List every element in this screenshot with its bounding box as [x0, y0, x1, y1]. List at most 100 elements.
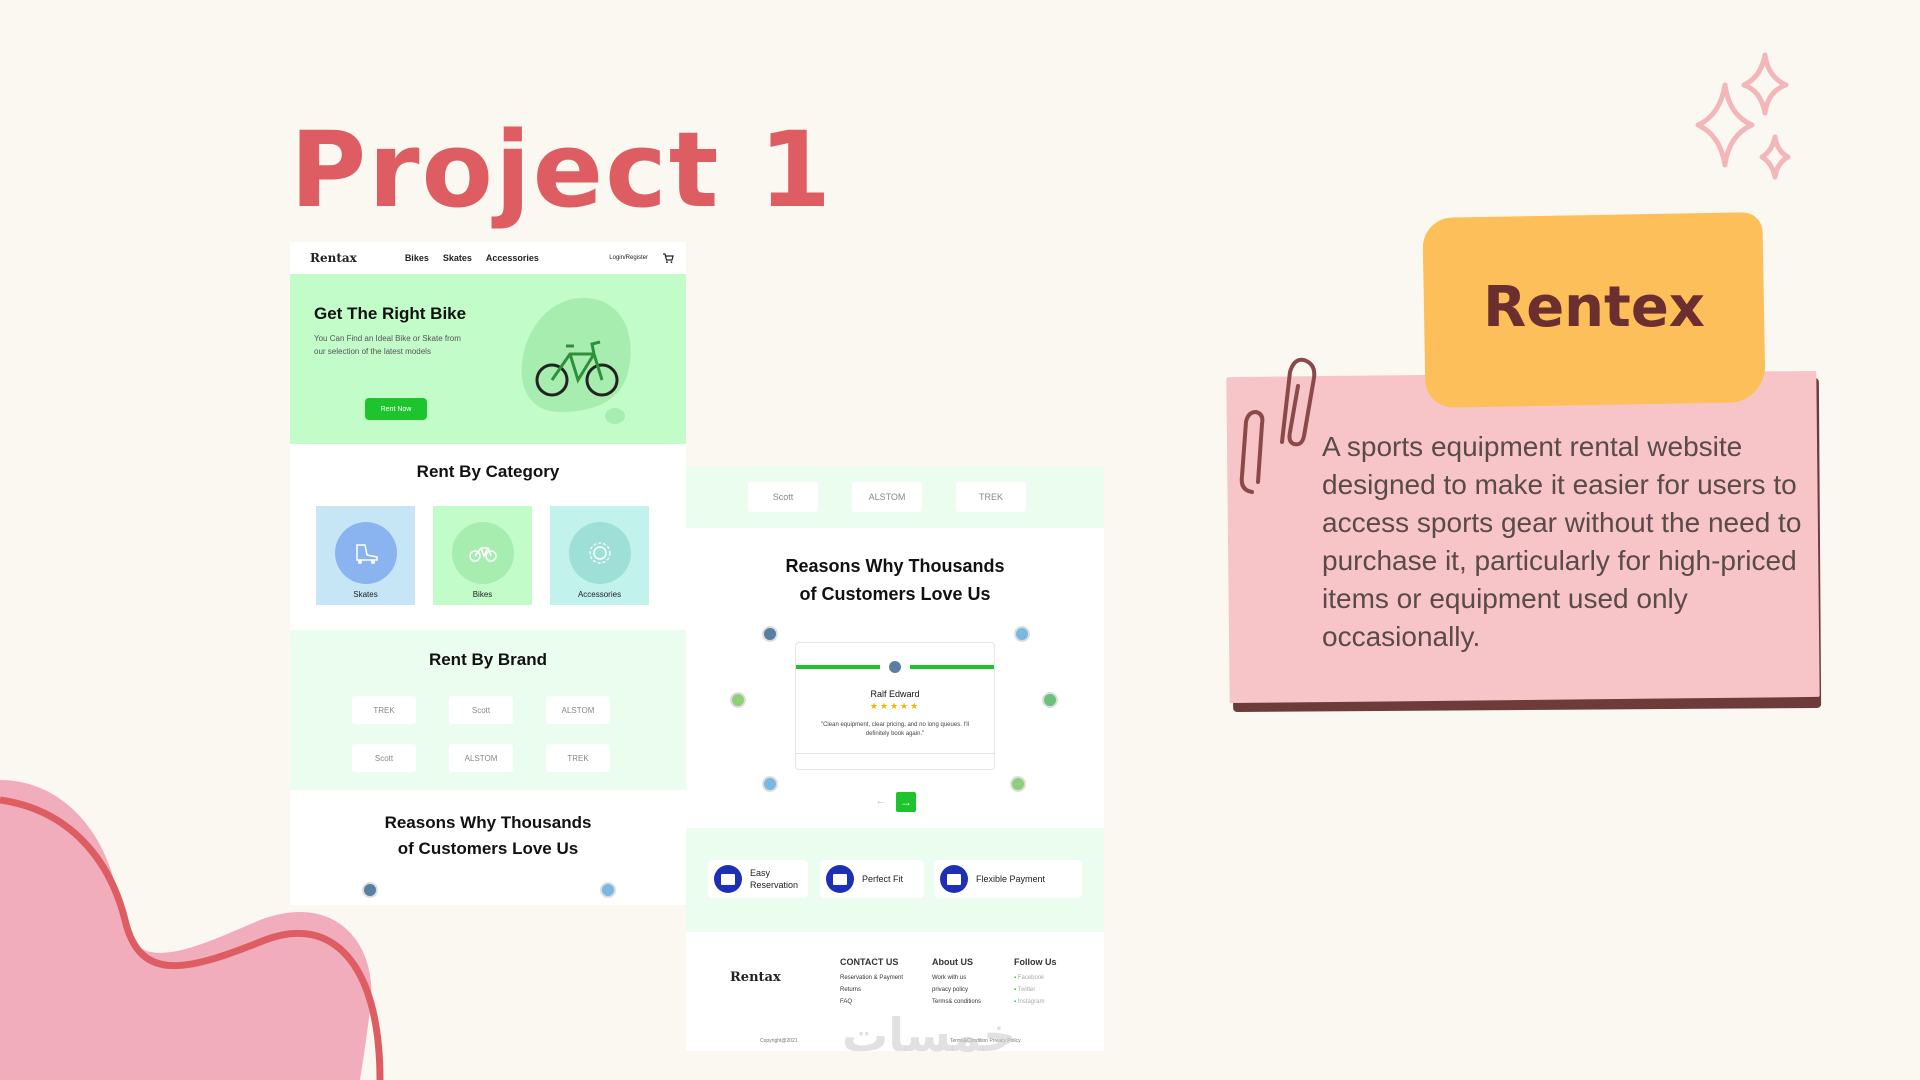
footer-link: Twitter: [1017, 987, 1036, 993]
paperclip-icon: [1239, 357, 1317, 494]
nav-link-bikes[interactable]: Bikes: [404, 253, 429, 263]
avatar[interactable]: [762, 626, 778, 642]
review-bar: [796, 665, 880, 669]
brand-chip[interactable]: TREK: [546, 744, 610, 772]
site-logo[interactable]: Rentax: [310, 251, 357, 265]
website-mockup-home: Rentax Bikes Skates Accessories Login/Re…: [290, 242, 686, 905]
review-card: Ralf Edward ★★★★★ "Clean equipment, clea…: [795, 642, 995, 770]
feature-flexible-payment: Flexible Payment: [934, 860, 1082, 898]
category-card-bikes[interactable]: Bikes: [433, 506, 532, 605]
features-section: Easy Reservation Perfect Fit Flexible Pa…: [686, 828, 1104, 932]
nav-link-accessories[interactable]: Accessories: [485, 253, 539, 263]
reasons-title: Reasons Why Thousands of Customers Love …: [290, 810, 686, 862]
bike-icon: [521, 297, 631, 424]
footer-link[interactable]: Reservation & Payment: [840, 975, 904, 981]
footer-link[interactable]: Work with us: [932, 975, 967, 981]
category-label: Bikes: [472, 590, 493, 599]
rent-now-button[interactable]: Rent Now: [365, 398, 427, 420]
footer-follow-column: Follow Us ▪ Facebook ▪ Twitter ▪ Instagr…: [1014, 956, 1057, 1008]
fit-icon: [826, 865, 854, 893]
brand-chip[interactable]: ALSTOM: [546, 696, 610, 724]
feature-perfect-fit: Perfect Fit: [820, 860, 924, 898]
brand-chip[interactable]: TREK: [352, 696, 416, 724]
hero-subtitle: You Can Find an Ideal Bike or Skate from…: [314, 334, 461, 356]
brand-chip[interactable]: Scott: [449, 696, 513, 724]
feature-label: Perfect Fit: [862, 874, 904, 884]
brand-chip[interactable]: Scott: [352, 744, 416, 772]
category-label: Skates: [353, 590, 378, 599]
avatar[interactable]: [1042, 692, 1058, 708]
footer-contact-column: CONTACT US Reservation & Payment Returns…: [840, 956, 903, 1008]
reviewer-avatar: [887, 659, 903, 675]
skate-icon: [334, 522, 397, 584]
brand-chip[interactable]: Scott: [748, 482, 818, 512]
reviews-title-line2: of Customers Love Us: [799, 584, 991, 604]
category-label: Accessories: [577, 590, 622, 599]
avatar: [600, 882, 616, 898]
footer-about-column: About US Work with us privacy policy Ter…: [932, 956, 981, 1008]
footer-heading: About US: [932, 957, 973, 967]
category-section: Rent By Category Skates Bikes Accessorie…: [290, 444, 686, 630]
footer-logo[interactable]: Rentax: [730, 970, 781, 985]
terms-links[interactable]: Terms&Condition Privacy Policy: [950, 1038, 1021, 1044]
site-footer: Rentax CONTACT US Reservation & Payment …: [686, 932, 1104, 1051]
footer-link-facebook[interactable]: ▪ Facebook: [1014, 975, 1045, 981]
rating-stars-icon: ★★★★★: [869, 701, 921, 711]
avatar: [362, 882, 378, 898]
project-name: Rentex: [1483, 275, 1705, 340]
sparkles-decoration-icon: [1695, 52, 1791, 180]
reviewer-name: Ralf Edward: [870, 689, 920, 699]
hero-title: Get The Right Bike: [314, 304, 467, 323]
next-arrow-icon[interactable]: →: [896, 792, 916, 812]
footer-link[interactable]: Returns: [840, 987, 862, 993]
reviews-title-line1: Reasons Why Thousands: [785, 556, 1005, 576]
reasons-title-line1: Reasons Why Thousands: [384, 813, 592, 832]
prev-arrow-icon[interactable]: ←: [875, 795, 887, 807]
footer-link[interactable]: privacy policy: [932, 987, 969, 993]
footer-link-twitter[interactable]: ▪ Twitter: [1014, 987, 1036, 993]
cart-icon[interactable]: [662, 252, 674, 264]
feature-easy-reservation: Easy Reservation: [708, 860, 808, 898]
footer-link: Instagram: [1017, 999, 1045, 1005]
category-card-accessories[interactable]: Accessories: [550, 506, 649, 605]
site-navbar: Rentax Bikes Skates Accessories Login/Re…: [290, 242, 686, 274]
website-mockup-reviews: Scott ALSTOM TREK Reasons Why Thousands …: [686, 466, 1104, 1051]
reviews-section: Reasons Why Thousands of Customers Love …: [686, 528, 1104, 828]
brand-chip[interactable]: ALSTOM: [852, 482, 922, 512]
footer-heading: Follow Us: [1014, 957, 1057, 967]
review-card-divider: [796, 753, 994, 769]
feature-label: Easy Reservation: [750, 868, 799, 890]
footer-link[interactable]: Terms& conditions: [932, 999, 982, 1005]
footer-link-instagram[interactable]: ▪ Instagram: [1014, 999, 1045, 1005]
avatar[interactable]: [730, 692, 746, 708]
gear-icon: [568, 522, 631, 584]
nav-link-skates[interactable]: Skates: [442, 253, 472, 263]
brand-chip[interactable]: TREK: [956, 482, 1026, 512]
payment-icon: [940, 865, 968, 893]
review-bar: [910, 665, 994, 669]
project-title: Project 1: [290, 109, 834, 231]
avatar[interactable]: [1014, 626, 1030, 642]
login-register-link[interactable]: Login/Register: [609, 255, 648, 261]
avatar[interactable]: [1010, 776, 1026, 792]
footer-link: Facebook: [1017, 975, 1045, 981]
reasons-section: Reasons Why Thousands of Customers Love …: [290, 790, 686, 905]
review-quote: "Clean equipment, clear pricing, and no …: [820, 722, 970, 737]
brand-title: Rent By Brand: [428, 650, 548, 669]
category-title: Rent By Category: [416, 462, 560, 481]
footer-link[interactable]: FAQ: [840, 999, 853, 1005]
calendar-icon: [714, 865, 742, 893]
copyright-text: Copyright@2021: [760, 1038, 798, 1044]
bike-icon: [451, 522, 514, 584]
brand-chip[interactable]: ALSTOM: [449, 744, 513, 772]
feature-label: Flexible Payment: [976, 874, 1046, 884]
reviews-title: Reasons Why Thousands of Customers Love …: [686, 552, 1104, 608]
hero-section: Get The Right Bike You Can Find an Ideal…: [290, 274, 686, 444]
avatar[interactable]: [762, 776, 778, 792]
category-card-skates[interactable]: Skates: [316, 506, 415, 605]
blob-decoration: [0, 780, 384, 1080]
brand-strip: Scott ALSTOM TREK: [686, 466, 1104, 528]
watermark: خمسات: [842, 1008, 1017, 1062]
footer-heading: CONTACT US: [840, 957, 899, 967]
project-description: A sports equipment rental website design…: [1322, 431, 1802, 652]
